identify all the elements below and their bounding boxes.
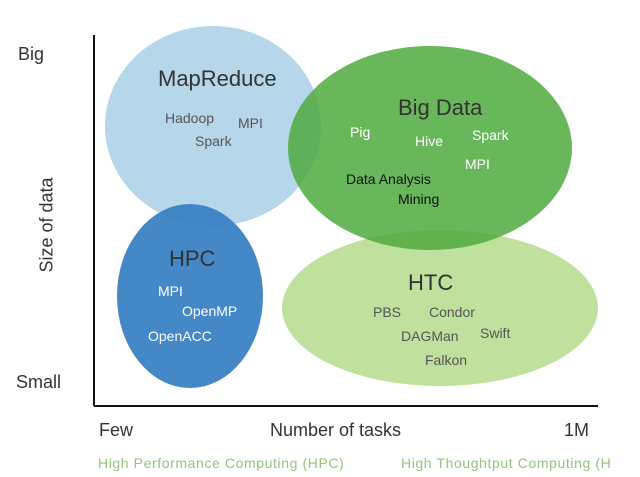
htc-item-dagman: DAGMan xyxy=(401,328,459,344)
htc-ellipse xyxy=(282,230,598,386)
htc-title: HTC xyxy=(408,270,454,295)
htc-item-swift: Swift xyxy=(480,325,511,341)
bigdata-item-pig: Pig xyxy=(350,124,371,140)
hpc-ellipse xyxy=(117,204,263,388)
mapreduce-item-hadoop: Hadoop xyxy=(165,110,215,126)
mapreduce-ellipse xyxy=(105,26,321,226)
bigdata-item-mining: Mining xyxy=(398,191,440,207)
hpc-item-openmp: OpenMP xyxy=(182,303,238,319)
y-bottom-label: Small xyxy=(16,372,62,392)
htc-item-condor: Condor xyxy=(429,304,475,320)
bigdata-item-data-analysis: Data Analysis xyxy=(346,171,431,187)
bigdata-item-mpi: MPI xyxy=(465,156,490,172)
htc-item-pbs: PBS xyxy=(373,304,402,320)
bigdata-ellipse xyxy=(288,46,572,250)
bigdata-title: Big Data xyxy=(398,95,483,120)
bigdata-item-spark: Spark xyxy=(472,127,509,143)
footer-htc-caption: High Thoughtput Computing (H xyxy=(401,455,612,471)
hpc-title: HPC xyxy=(169,246,216,271)
x-axis-title: Number of tasks xyxy=(270,420,402,440)
hpc-item-mpi: MPI xyxy=(158,283,183,299)
x-right-label: 1M xyxy=(564,420,590,440)
bigdata-item-hive: Hive xyxy=(415,133,444,149)
y-axis-title: Size of data xyxy=(36,177,57,273)
mapreduce-item-mpi: MPI xyxy=(238,115,263,131)
mapreduce-item-spark: Spark xyxy=(195,133,232,149)
mapreduce-title: MapReduce xyxy=(158,66,277,91)
x-left-label: Few xyxy=(99,420,134,440)
htc-item-falkon: Falkon xyxy=(425,352,468,368)
y-top-label: Big xyxy=(18,44,45,64)
footer-hpc-caption: High Performance Computing (HPC) xyxy=(98,455,345,471)
hpc-item-openacc: OpenACC xyxy=(148,328,212,344)
